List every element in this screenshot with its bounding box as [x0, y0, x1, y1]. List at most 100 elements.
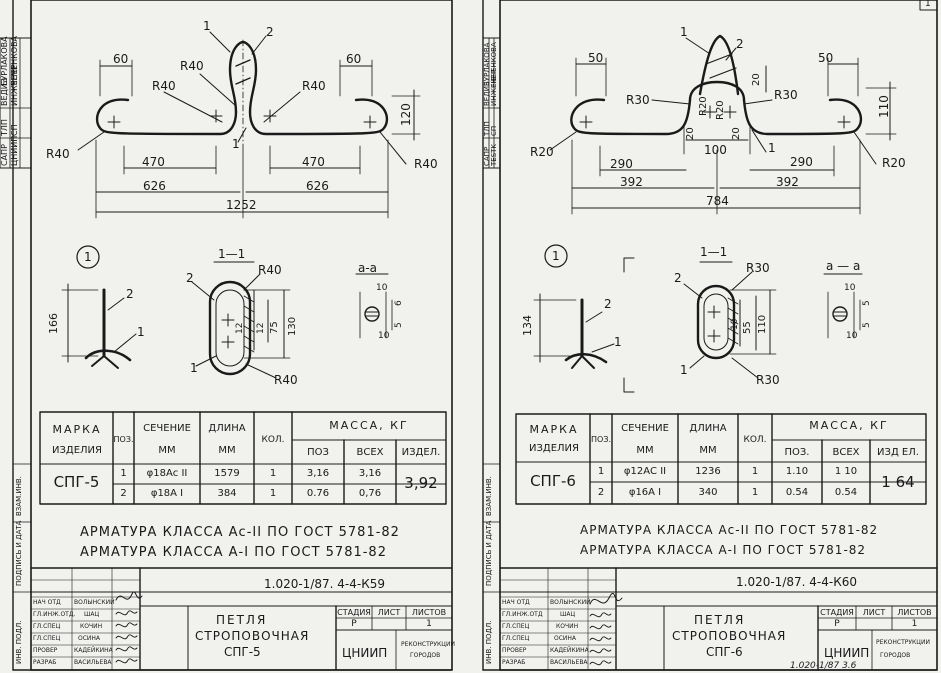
dim-view: 10 — [846, 331, 858, 341]
spec-header: ММ — [158, 445, 176, 456]
dim-detail: 130 — [287, 316, 298, 336]
view-title: а — а — [826, 259, 861, 273]
dim-half: 290 — [610, 157, 633, 171]
staff-name: КОЧИН — [80, 623, 103, 630]
stage-header: СТАДИЯ — [820, 608, 854, 617]
dim-total: 784 — [706, 194, 729, 208]
side-label: ЧЕЧЕНКОВА — [10, 35, 19, 86]
dim-view: 10 — [376, 283, 388, 293]
table-cell: φ18Ас II — [146, 468, 188, 479]
dim-top: 20 — [751, 73, 762, 86]
dim-half: 470 — [302, 155, 325, 169]
item-mark: СПГ-6 — [530, 472, 576, 490]
staff-name: КОЧИН — [556, 623, 579, 630]
staff-role: РАЗРАБ — [502, 659, 526, 666]
dim-view: 6 — [394, 300, 404, 306]
page-number: 1 — [925, 0, 931, 9]
drawing-name: СТРОПОВОЧНАЯ — [195, 629, 310, 643]
dim-gap: 20 — [685, 127, 696, 140]
callout-pos2: 2 — [186, 271, 194, 285]
spec-header: ПОЗ — [307, 447, 329, 458]
spec-header: ПОЗ. — [784, 447, 810, 458]
staff-name: ВОЛЫНСКИЙ — [550, 599, 591, 606]
table-cell: 2 — [597, 487, 605, 498]
item-mass: 1 64 — [881, 473, 915, 491]
staff-role: НАЧ ОТД — [33, 599, 61, 606]
table-cell: 0.54 — [834, 487, 858, 498]
dim-side-height: 134 — [521, 315, 534, 336]
side-label: ТЛП — [0, 119, 9, 136]
callout-pos1: 1 — [203, 19, 211, 33]
staff-name: ОСИНА — [554, 635, 577, 642]
dim-view: 10 — [378, 331, 390, 341]
dim-detail: 55 — [742, 321, 753, 334]
org-name: ЦНИИП — [824, 646, 870, 660]
table-cell: 1 — [751, 487, 759, 498]
callout-pos2: 2 — [736, 37, 744, 51]
side-label: БУРЛАКОВА — [0, 36, 9, 86]
side-label: СП — [490, 125, 498, 136]
staff-name: ВАСИЛЬЕВА — [550, 659, 588, 666]
dim-view: 5 — [862, 322, 872, 328]
sheet-header: ЛИСТ — [377, 608, 401, 617]
spec-header: ММ — [636, 445, 654, 456]
margin-label: ВЗАМ.ИНВ. — [485, 476, 493, 516]
dim-span: 392 — [620, 175, 643, 189]
table-cell: 1 — [269, 468, 277, 479]
org-name: ГОРОДОВ — [880, 652, 911, 659]
dim-view: 5 — [394, 322, 404, 328]
spec-header: ПОЗ. — [113, 435, 134, 444]
spec-header: ИЗДЕЛИЯ — [529, 443, 579, 454]
radius-label: R20 — [882, 156, 906, 170]
dim-gap: 20 — [731, 127, 742, 140]
footer-note: 1.020-1/87 3.6 — [790, 661, 857, 671]
spec-header: МАССА, КГ — [329, 419, 409, 432]
spec-header: МАРКА — [52, 423, 102, 436]
note-line: АРМАТУРА КЛАССА Ас-II ПО ГОСТ 5781-82 — [80, 525, 400, 540]
dim-side-height: 166 — [47, 313, 60, 334]
spec-header: МАРКА — [529, 423, 579, 436]
table-cell: 340 — [698, 487, 718, 498]
callout-pos2: 2 — [674, 271, 682, 285]
note-line: АРМАТУРА КЛАССА А-I ПО ГОСТ 5781-82 — [80, 545, 387, 560]
dim-view: 5 — [862, 300, 872, 306]
table-cell: 2 — [120, 488, 127, 499]
dim-half: 290 — [790, 155, 813, 169]
spec-header: ММ — [218, 445, 236, 456]
drawing-name: ПЕТЛЯ — [694, 613, 746, 627]
side-label: TESTK — [490, 143, 498, 166]
table-cell: 1.10 — [785, 466, 809, 477]
spec-header: СЕЧЕНИЕ — [621, 423, 669, 434]
staff-role: ГЛ.СПЕЦ — [502, 635, 530, 642]
table-cell: 384 — [217, 488, 237, 499]
staff-name: ВАСИЛЬЕВА — [74, 659, 112, 666]
staff-role: ПРОВЕР — [502, 647, 527, 654]
dim-hook: 50 — [818, 51, 834, 65]
spec-header: ДЛИНА — [689, 423, 727, 434]
callout-pos1: 1 — [190, 361, 198, 375]
spec-header: ВСЕХ — [832, 447, 860, 458]
staff-name: ОСИНА — [78, 635, 101, 642]
sheets-header: ЛИСТОВ — [897, 608, 932, 617]
dim-hook: 50 — [588, 51, 604, 65]
table-cell: 1 — [120, 468, 127, 479]
margin-label: ВЗАМ.ИНВ. — [15, 476, 23, 516]
item-mark: СПГ-5 — [53, 473, 100, 491]
table-cell: 1 10 — [834, 466, 858, 477]
callout-pos1: 1 — [680, 25, 688, 39]
radius-label: R30 — [746, 261, 770, 275]
staff-name: ШАЦ — [84, 611, 100, 618]
sheets-header: ЛИСТОВ — [411, 608, 447, 617]
callout-pos2: 2 — [126, 287, 134, 301]
radius-label: R40 — [152, 79, 176, 93]
radius-label: R20 — [715, 100, 726, 120]
item-mass: 3,92 — [404, 474, 438, 492]
staff-name: КАДЕЙКИНА — [550, 647, 589, 654]
stage-value: Р — [351, 619, 357, 629]
view-title: а-а — [358, 261, 378, 275]
dim-hook: 60 — [346, 52, 362, 66]
drawing-name: СПГ-6 — [706, 645, 743, 659]
org-name: РЕКОНСТРУКЦИИ — [876, 639, 930, 646]
table-cell: 0,76 — [358, 488, 382, 499]
table-cell: 3,16 — [358, 468, 382, 479]
